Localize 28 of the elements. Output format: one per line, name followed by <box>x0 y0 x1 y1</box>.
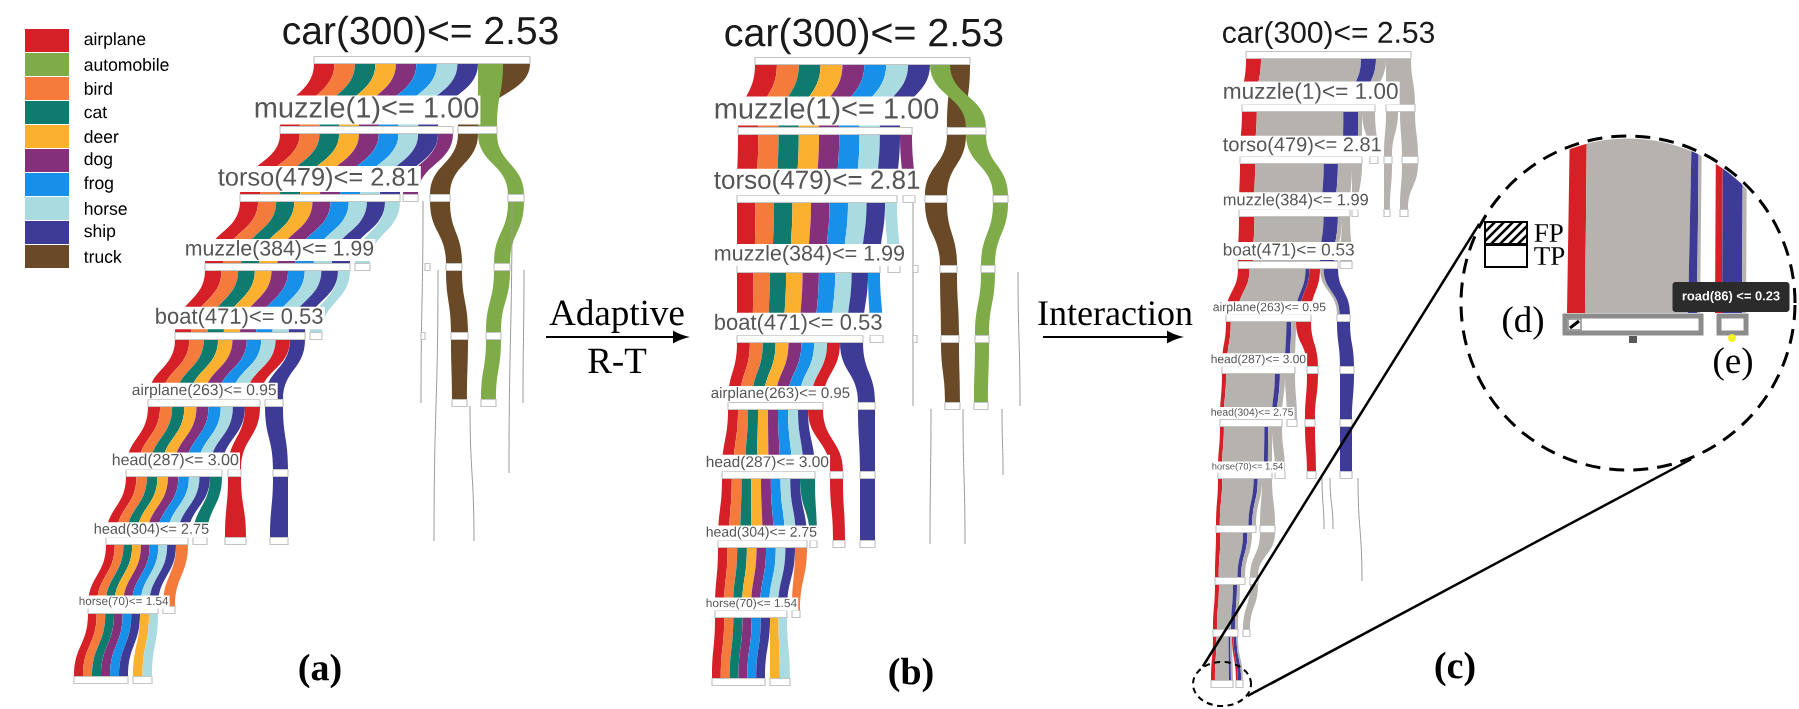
legend-label: bird <box>84 82 112 95</box>
legend-label: TP <box>1534 247 1565 265</box>
split-label: car(300)<= 2.53 <box>280 14 561 54</box>
legend-label: dog <box>84 152 112 169</box>
arrow-label: Interaction <box>1038 301 1193 326</box>
split-label: car(300)<= 2.53 <box>722 16 1006 56</box>
panel-caption: (c) <box>1435 651 1475 687</box>
panel-caption: (b) <box>889 657 933 693</box>
legend-label: deer <box>84 130 119 143</box>
legend-label: horse <box>84 202 127 215</box>
legend-label: FP <box>1534 224 1563 242</box>
zoom-line <box>1247 458 1692 698</box>
callout-label: (e) <box>1714 347 1752 381</box>
legend-label: truck <box>84 250 122 263</box>
zoom-circle <box>1192 661 1252 707</box>
split-label: car(300)<= 2.53 <box>1220 19 1437 51</box>
split-label: airplane(263)<= 0.95 <box>1211 301 1328 315</box>
legend-label: automobile <box>84 58 169 71</box>
tooltip: road(86) <= 0.23 <box>1672 282 1790 312</box>
legend-label: airplane <box>84 32 146 49</box>
callout-label: (d) <box>1503 306 1543 340</box>
split-label: head(287)<= 3.00 <box>1209 353 1308 367</box>
arrow-label: Adaptive <box>549 299 684 333</box>
arrow-label: R-T <box>588 348 647 373</box>
panel-caption: (a) <box>299 653 341 689</box>
legend-label: ship <box>84 224 116 241</box>
legend-label: cat <box>84 106 107 119</box>
legend-label: frog <box>84 176 113 193</box>
